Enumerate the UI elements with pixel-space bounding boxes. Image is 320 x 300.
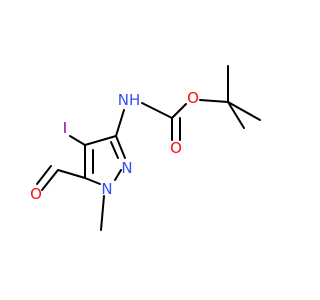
- bond-c5-n1: [84, 177, 101, 185]
- atom-n1: N: [101, 180, 112, 198]
- bond-c5-cho: [57, 169, 86, 179]
- structure-canvas: NH O O I N N O: [30, 65, 261, 231]
- bond-n2-c3-1: [115, 135, 126, 159]
- bond-c3-c4: [84, 135, 117, 146]
- bond-nh-c3: [115, 109, 125, 137]
- bond-carbonyl-c-nh: [141, 102, 173, 119]
- atom-iodine: I: [63, 119, 67, 137]
- atom-n2: N: [121, 159, 132, 177]
- molecule-structure: NH O O I N N O: [30, 65, 261, 231]
- bond-tbu-c-me3: [227, 101, 245, 129]
- bond-tbu-c-o: [199, 99, 229, 103]
- atom-labels: NH O O I N N O: [30, 89, 199, 203]
- bond-cho-o-2: [36, 165, 52, 185]
- bond-cho-o-1: [41, 169, 59, 191]
- atom-o-aldehyde: O: [30, 185, 42, 203]
- bond-o-carbonyl-c: [171, 103, 187, 119]
- bond-tbu-c-me2: [227, 101, 261, 121]
- bonds: [36, 65, 261, 231]
- atom-o-carbamate: O: [187, 89, 199, 107]
- atom-o-carbonyl: O: [170, 139, 182, 157]
- bond-c4-i: [69, 135, 86, 146]
- bond-n1-n2: [114, 169, 122, 181]
- bond-n2-c3-2: [110, 141, 119, 159]
- bond-n1-me: [100, 195, 105, 231]
- atom-nh: NH: [118, 91, 141, 109]
